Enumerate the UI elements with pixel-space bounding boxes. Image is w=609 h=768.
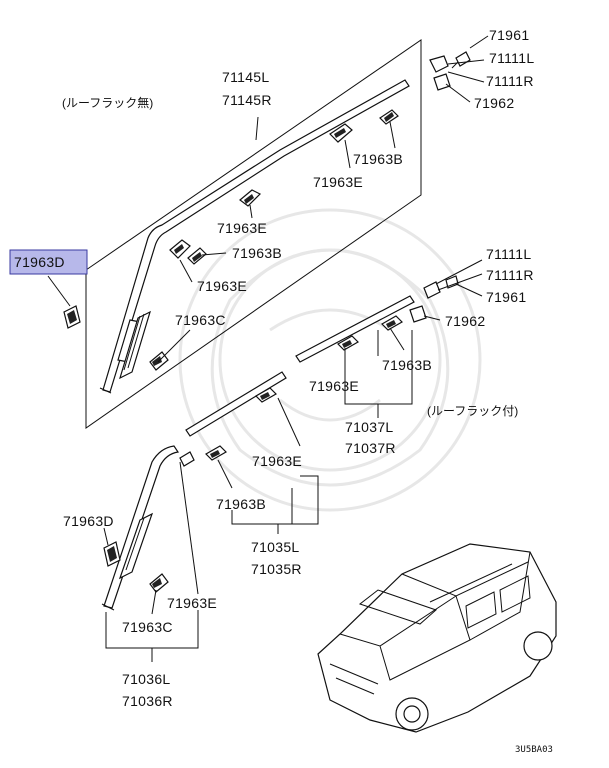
label-71963d-highlight[interactable]: 71963D	[14, 254, 65, 270]
label-71963c-top[interactable]: 71963C	[175, 312, 226, 328]
label-71037r[interactable]: 71037R	[345, 440, 396, 456]
label-71035r[interactable]: 71035R	[251, 561, 302, 577]
label-71111l-top[interactable]: 71111L	[489, 50, 534, 66]
label-71963b-right[interactable]: 71963B	[382, 357, 432, 373]
vehicle-illustration	[317, 543, 557, 733]
label-71962-right[interactable]: 71962	[445, 313, 485, 329]
label-71963b-mid[interactable]: 71963B	[232, 245, 282, 261]
diagram-code: 3U5BA03	[515, 745, 553, 755]
label-71036l[interactable]: 71036L	[122, 671, 171, 687]
label-71111l-right[interactable]: 71111L	[486, 246, 531, 262]
label-71111r-top[interactable]: 71111R	[486, 73, 534, 89]
label-71035l[interactable]: 71035L	[251, 539, 300, 555]
panel-no-rack	[85, 39, 422, 429]
label-71963e-bottom[interactable]: 71963E	[167, 595, 217, 611]
label-71037l[interactable]: 71037L	[345, 419, 394, 435]
label-71145r[interactable]: 71145R	[222, 92, 272, 108]
label-71963e-lower[interactable]: 71963E	[252, 453, 302, 469]
label-71963e-right[interactable]: 71963E	[309, 378, 359, 394]
note-with-rack: (ルーフラック付)	[427, 404, 518, 418]
label-71962-top[interactable]: 71962	[474, 95, 514, 111]
clip-71963d	[47, 275, 81, 329]
label-71963c-bottom[interactable]: 71963C	[122, 619, 173, 635]
label-71963e-mid[interactable]: 71963E	[217, 220, 267, 236]
label-71963e-top[interactable]: 71963E	[313, 174, 363, 190]
label-71145l[interactable]: 71145L	[222, 69, 269, 85]
note-no-rack: (ルーフラック無)	[62, 95, 153, 110]
label-71036r[interactable]: 71036R	[122, 693, 173, 709]
label-71961-right[interactable]: 71961	[486, 289, 526, 305]
callout-labels: (ルーフラック無) (ルーフラック付) 71961 71111L 71111R …	[14, 27, 553, 755]
panel-with-rack	[179, 259, 483, 534]
highlight-box-71963d[interactable]	[9, 249, 88, 275]
panel-pillar	[101, 445, 199, 662]
label-71111r-right[interactable]: 71111R	[486, 267, 534, 283]
label-71963b-top[interactable]: 71963B	[353, 151, 403, 167]
label-71963d-lower[interactable]: 71963D	[63, 513, 114, 529]
label-71963b-lower[interactable]: 71963B	[216, 496, 266, 512]
label-71963e-mid2[interactable]: 71963E	[197, 278, 247, 294]
label-71961-top[interactable]: 71961	[489, 27, 529, 43]
watermark-emblem	[178, 208, 482, 512]
top-right-hardware	[429, 35, 489, 103]
